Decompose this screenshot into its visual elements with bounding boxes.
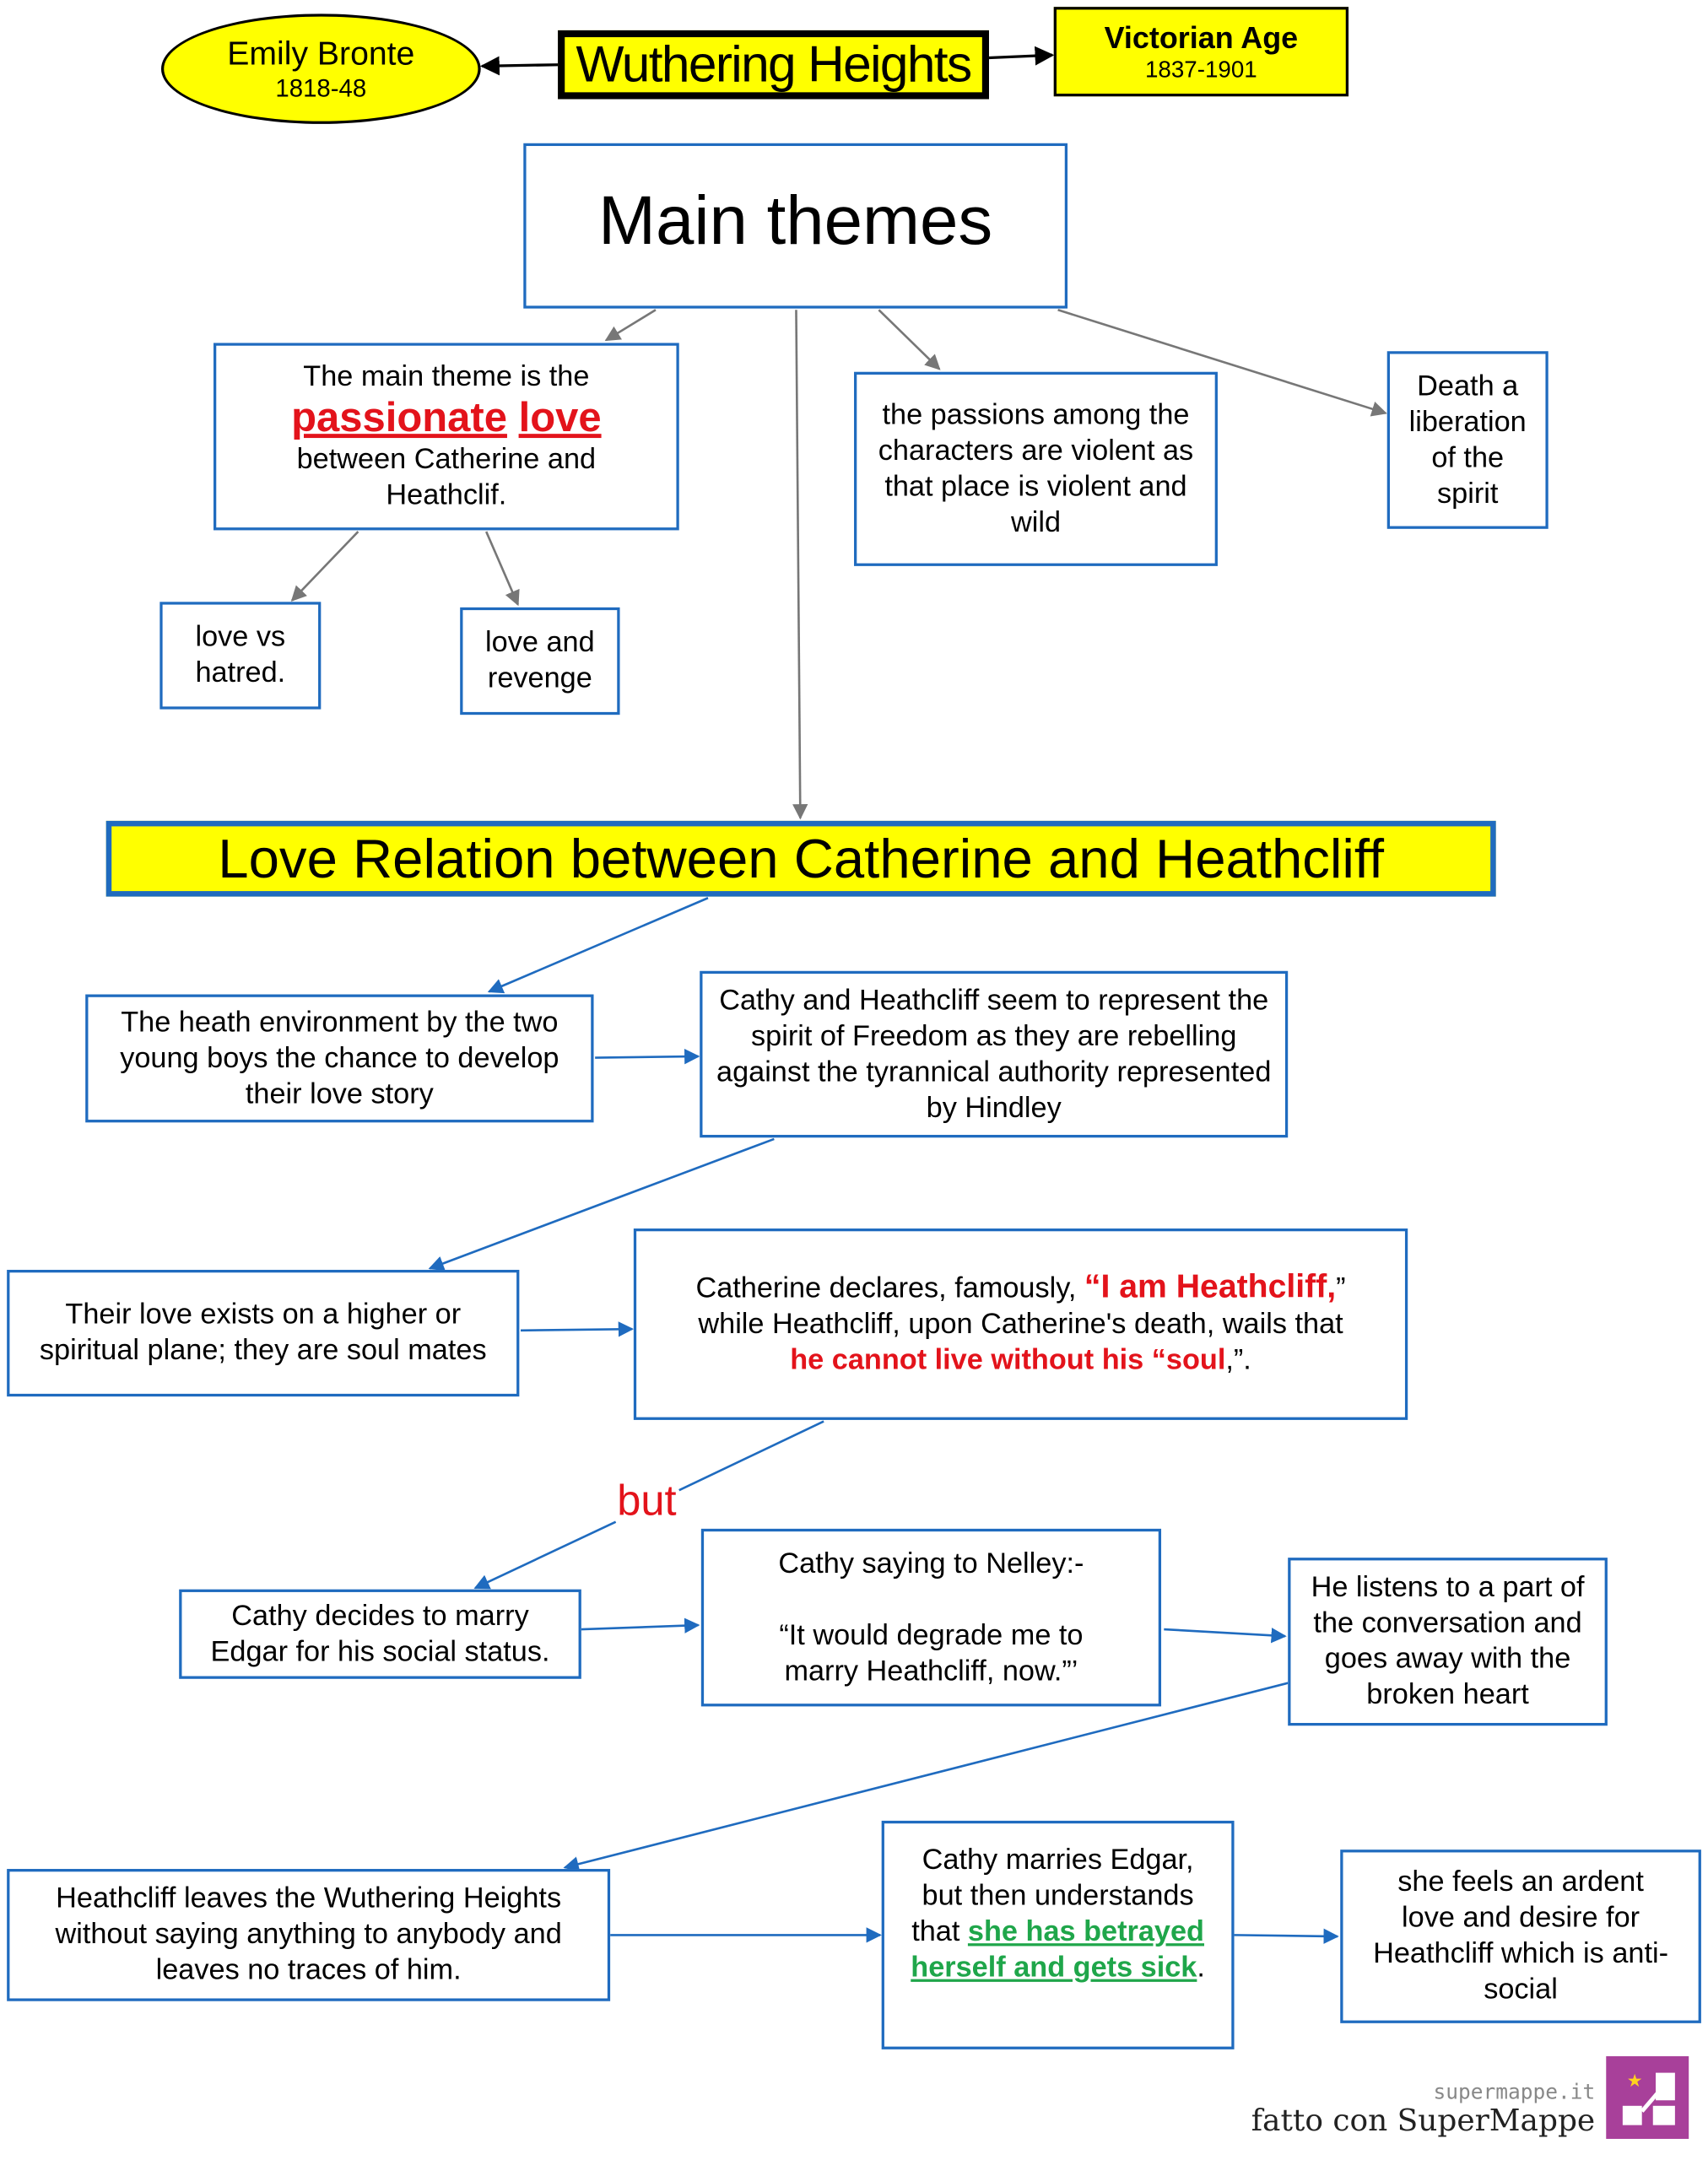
node-leaves: Heathcliff leaves the Wuthering Heights … xyxy=(7,1869,611,2001)
node-ardent: she feels an ardent love and desire for … xyxy=(1340,1850,1701,2023)
text: Catherine declares, famously, xyxy=(695,1272,1084,1304)
node-listens: He listens to a part of the conversation… xyxy=(1288,1558,1608,1726)
footer-site: supermappe.it xyxy=(1433,2079,1596,2105)
text: ,”. xyxy=(1225,1344,1251,1376)
betrayed-herself-text: she has betrayed herself and gets sick xyxy=(911,1915,1205,1984)
theme-line: The main theme is the xyxy=(303,360,590,393)
footer-made-with: fatto con SuperMappe xyxy=(1251,2104,1596,2139)
subtheme-love-and-revenge: love and revenge xyxy=(460,607,620,716)
text: . xyxy=(1197,1951,1205,1984)
node-marry-edgar: Cathy decides to marry Edgar for his soc… xyxy=(179,1589,581,1679)
node-declares: Catherine declares, famously, “I am Heat… xyxy=(633,1228,1408,1420)
node-heath: The heath environment by the two young b… xyxy=(85,994,594,1123)
but-label: but xyxy=(617,1476,677,1525)
theme-death: Death a liberation of the spirit xyxy=(1386,351,1549,529)
author-dates: 1818-48 xyxy=(275,73,367,101)
era-node: Victorian Age 1837-1901 xyxy=(1053,7,1349,97)
text: Cathy marries Edgar, but then understand… xyxy=(911,1844,1194,1948)
author-name: Emily Bronte xyxy=(227,35,415,73)
highlight-word: love xyxy=(518,395,602,441)
author-node: Emily Bronte 1818-48 xyxy=(160,14,481,124)
supermappe-logo-icon: ★ xyxy=(1606,2056,1689,2139)
highlight-word: passionate xyxy=(291,395,507,441)
title-node: Wuthering Heights xyxy=(558,30,989,100)
footer-brand: supermappe.it fatto con SuperMappe xyxy=(1251,2080,1595,2139)
quote: “It would degrade me to marry Heathcliff… xyxy=(779,1618,1084,1687)
text: while Heathcliff, upon Catherine's death… xyxy=(698,1308,1343,1341)
theme-line: Heathclif. xyxy=(386,479,507,511)
svg-text:★: ★ xyxy=(1627,2071,1643,2091)
node-nelley: Cathy saying to Nelley:- “It would degra… xyxy=(700,1528,1162,1707)
main-themes-node: Main themes xyxy=(523,143,1068,309)
node-marries: Cathy marries Edgar, but then understand… xyxy=(881,1820,1235,2049)
quote-soul: he cannot live without his “soul xyxy=(790,1344,1226,1376)
subtheme-love-vs-hatred: love vs hatred. xyxy=(159,602,322,710)
love-relation-title: Love Relation between Catherine and Heat… xyxy=(105,820,1496,897)
node-freedom: Cathy and Heathcliff seem to represent t… xyxy=(700,970,1289,1138)
text: ” xyxy=(1336,1272,1346,1304)
theme-passionate-love: The main theme is the passionate love be… xyxy=(214,343,679,531)
theme-highlight: passionate love xyxy=(291,395,601,441)
quote-i-am-heathcliff: “I am Heathcliff, xyxy=(1084,1268,1337,1306)
text: Cathy saying to Nelley:- xyxy=(778,1547,1084,1580)
main-themes-label: Main themes xyxy=(598,181,993,259)
era-name: Victorian Age xyxy=(1104,19,1299,55)
era-dates: 1837-1901 xyxy=(1145,56,1257,83)
node-spiritual: Their love exists on a higher or spiritu… xyxy=(7,1269,520,1397)
theme-passions: the passions among the characters are vi… xyxy=(854,371,1218,566)
theme-line: between Catherine and xyxy=(296,443,597,476)
